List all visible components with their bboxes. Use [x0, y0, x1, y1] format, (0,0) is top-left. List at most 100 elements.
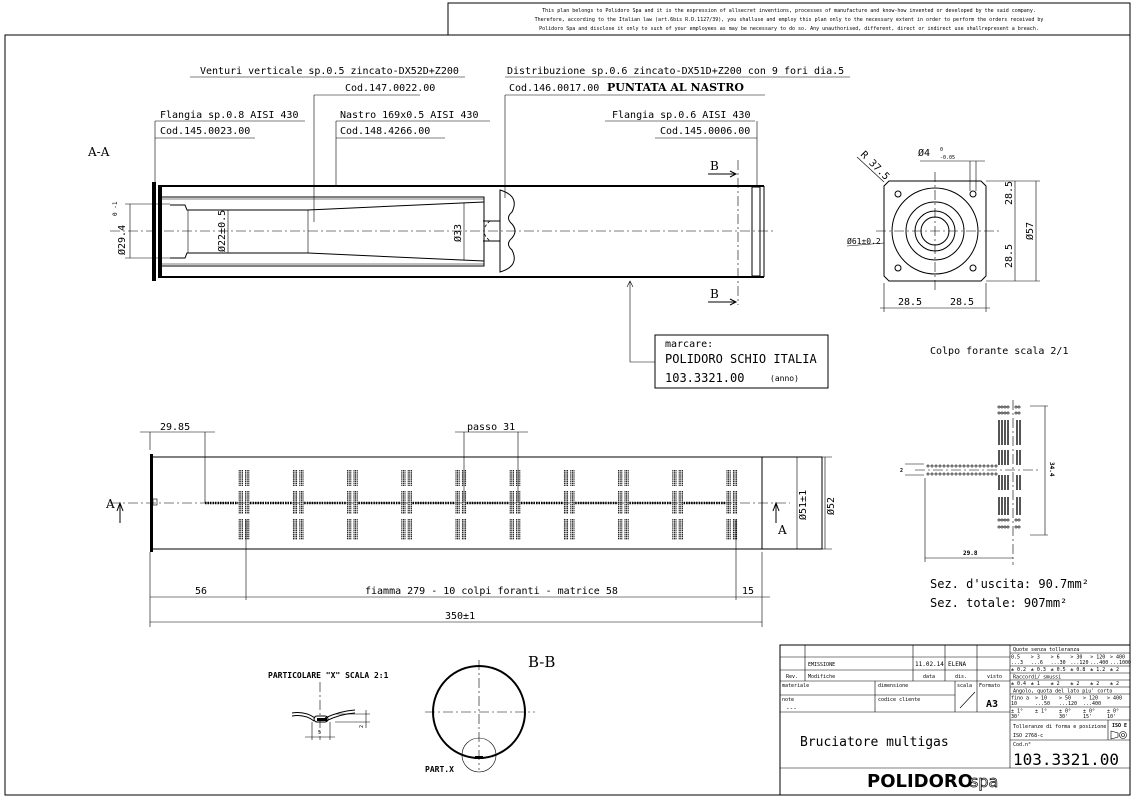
punch-hole — [926, 464, 930, 468]
punch-hole — [997, 405, 1001, 409]
dim-flame: fiamma 279 - 10 colpi foranti - matrice … — [365, 586, 618, 597]
colpo-dim-small: 2 — [900, 468, 903, 474]
dim-inlet-diameter: Ø29.4 — [116, 225, 128, 255]
tol-value: ± 0.5 — [1051, 667, 1066, 673]
tb-date: 11.02.14 — [915, 661, 944, 668]
drawing-code: 103.3321.00 — [1013, 750, 1119, 769]
punch-hole — [1003, 518, 1007, 522]
punch-hole — [1003, 411, 1007, 415]
tb-drawn-by: ELENA — [948, 661, 966, 668]
tb-rev: Rev. — [786, 674, 798, 680]
angle-title: Angolo, quota del lato piu' corto — [1013, 689, 1112, 695]
tb-visto: visto — [987, 674, 1002, 680]
colpo-forante-detail: Colpo forante scala 2/1 34.4 29.8 2 Sez.… — [900, 346, 1089, 610]
tol-range: 0.5...3 — [1011, 655, 1023, 667]
punch-hole — [990, 464, 994, 468]
punch-hole — [982, 464, 986, 468]
disclaimer-box — [447, 2, 1131, 36]
tb-description: Bruciatore multigas — [800, 735, 949, 750]
punch-hole — [1017, 411, 1021, 415]
marking-line-1: POLIDORO SCHIO ITALIA — [665, 352, 817, 366]
label-flangia-left: Flangia sp.0.8 AISI 430 — [160, 110, 298, 121]
tol-range: > 6...30 — [1051, 655, 1066, 667]
punch-hole — [942, 472, 946, 476]
hole-group — [401, 470, 455, 540]
disclaimer-line-3: Polidoro Spa and disclose it only to suc… — [539, 26, 1039, 32]
punch-hole — [938, 464, 942, 468]
punch-slot — [1001, 475, 1003, 490]
dim-pitch: passo 31 — [467, 422, 515, 433]
punch-hole — [997, 518, 1001, 522]
tb-dis: dis. — [955, 674, 967, 680]
tol-title: Quote senza tolleranza — [1013, 647, 1079, 653]
punch-hole — [1006, 405, 1010, 409]
punch-hole — [1000, 411, 1004, 415]
section-aa: A-A Venturi verticale sp.0.5 zincato-DX5… — [87, 66, 850, 306]
punch-hole — [954, 464, 958, 468]
punch-hole — [954, 472, 958, 476]
colpo-dim-v: 34.4 — [1048, 462, 1055, 477]
punch-slot — [998, 497, 1000, 515]
dim-radius: R 37.5 — [858, 149, 891, 182]
angle-value: ± 0°10' — [1107, 709, 1119, 721]
punch-hole — [1006, 411, 1010, 415]
label-venturi-code: Cod.147.0022.00 — [345, 83, 435, 94]
round-value: ± 1 — [1031, 681, 1040, 687]
end-view: R 37.5 Ø4 0 -0.05 Ø61±0.2 28.5 28.5 Ø57 … — [846, 147, 1040, 312]
punch-hole — [1006, 525, 1010, 529]
dim-15: 15 — [742, 586, 754, 597]
colpo-dim-h: 29.8 — [963, 550, 978, 557]
punch-hole — [946, 464, 950, 468]
punch-hole — [970, 472, 974, 476]
tol-value: ± 0.8 — [1070, 667, 1085, 673]
punch-slot — [1007, 420, 1009, 445]
punch-hole — [966, 472, 970, 476]
angle-range: > 50...120 — [1059, 696, 1077, 708]
angle-value: ± 1° — [1035, 709, 1047, 715]
punch-hole — [934, 464, 938, 468]
company-suffix: spa — [970, 772, 998, 791]
punch-hole — [1017, 405, 1021, 409]
colpo-title: Colpo forante scala 2/1 — [930, 346, 1068, 357]
marking-year: (anno) — [770, 374, 799, 383]
angle-value: ± 0°30' — [1059, 709, 1071, 721]
punch-hole — [958, 464, 962, 468]
round-value: ± 2 — [1051, 681, 1060, 687]
hole-group — [238, 470, 292, 540]
tb-formato: Formato — [979, 683, 1000, 689]
punch-slot — [1016, 497, 1018, 515]
section-mark-b-bottom: B — [710, 287, 719, 301]
dim-half-h1: 28.5 — [898, 297, 922, 308]
section-aa-title: A-A — [87, 145, 110, 159]
dim-hole-tol-bottom: -0.05 — [940, 155, 955, 161]
punch-slot — [1016, 475, 1018, 490]
round-value: ± 2 — [1090, 681, 1099, 687]
tol-value: ± 0.3 — [1031, 667, 1046, 673]
tb-formato-value: A3 — [986, 699, 998, 710]
dim-d52: Ø52 — [825, 497, 837, 515]
dim-half-h2: 28.5 — [950, 297, 974, 308]
label-nastro-code: Cod.148.4266.00 — [340, 126, 430, 137]
detail-dim-h: 2 — [359, 725, 365, 728]
punch-hole — [994, 472, 998, 476]
tb-scala: scala — [957, 683, 972, 689]
punch-slot — [1001, 497, 1003, 515]
punch-hole — [986, 472, 990, 476]
punch-slot — [998, 420, 1000, 445]
tol-value: ± 0.2 — [1011, 667, 1026, 673]
cod-label: Cod.n° — [1013, 742, 1031, 748]
dim-56: 56 — [195, 586, 207, 597]
punch-slot — [998, 450, 1000, 465]
section-mark-a-right: A — [777, 523, 787, 537]
iso-standard: ISO 2768-c — [1013, 733, 1043, 739]
angle-range: > 10...50 — [1035, 696, 1050, 708]
punch-hole — [1000, 405, 1004, 409]
label-flangia-right: Flangia sp.0.6 AISI 430 — [612, 110, 750, 121]
punch-slot — [1007, 450, 1009, 465]
company-logo: POLIDORO — [867, 771, 973, 792]
detail-dim-w: 5 — [318, 730, 321, 736]
dim-overall-57: Ø57 — [1024, 222, 1036, 240]
punch-hole — [942, 464, 946, 468]
